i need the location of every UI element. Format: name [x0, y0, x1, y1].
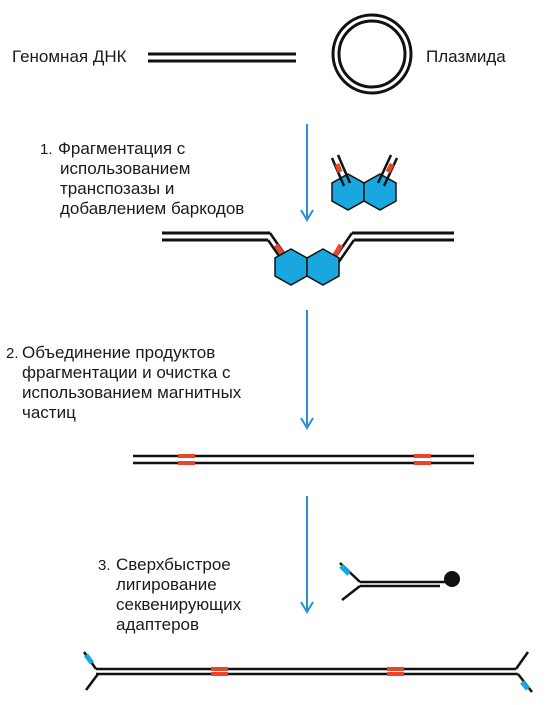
step-1-line-1: Фрагментация с	[58, 139, 186, 158]
arrow-3	[300, 496, 314, 614]
step-3-line-1: Сверхбыстрое	[116, 555, 231, 574]
step-2-number: 2.	[6, 345, 19, 362]
step-1-number: 1.	[40, 141, 53, 158]
step-2-label: 2. Объединение продуктов фрагментации и …	[6, 343, 242, 422]
arrow-2	[300, 310, 314, 430]
step-2-line-1: Объединение продуктов	[22, 343, 215, 362]
step-1-line-3: транспозазы и	[60, 179, 174, 198]
step-2-line-3: использованием магнитных	[22, 383, 242, 402]
step-1-label: 1. Фрагментация с использованием транспо…	[40, 139, 244, 218]
transposase-complex-icon	[330, 154, 399, 211]
plasmid-icon	[331, 13, 413, 95]
arrow-1	[300, 124, 314, 222]
step-3-line-3: секвенирующих	[116, 595, 242, 614]
tagmented-dna-icon	[162, 231, 454, 286]
step-2-line-4: частиц	[22, 403, 76, 422]
step-1-line-4: добавлением баркодов	[60, 199, 244, 218]
genomic-dna-label: Геномная ДНК	[12, 47, 127, 66]
step-3-line-2: лигирование	[116, 575, 217, 594]
plasmid-label: Плазмида	[426, 47, 506, 66]
step-2-line-2: фрагментации и очистка с	[22, 363, 231, 382]
step-1-line-2: использованием	[60, 159, 190, 178]
step-3-line-4: адаптеров	[116, 615, 199, 634]
step-3-label: 3. Сверхбыстрое лигирование секвенирующи…	[98, 555, 242, 634]
final-library-icon	[82, 651, 533, 693]
pooled-fragment-icon	[133, 454, 474, 465]
step-3-number: 3.	[98, 557, 111, 574]
genomic-dna-icon	[148, 52, 296, 63]
sequencing-adapter-icon	[339, 562, 460, 601]
